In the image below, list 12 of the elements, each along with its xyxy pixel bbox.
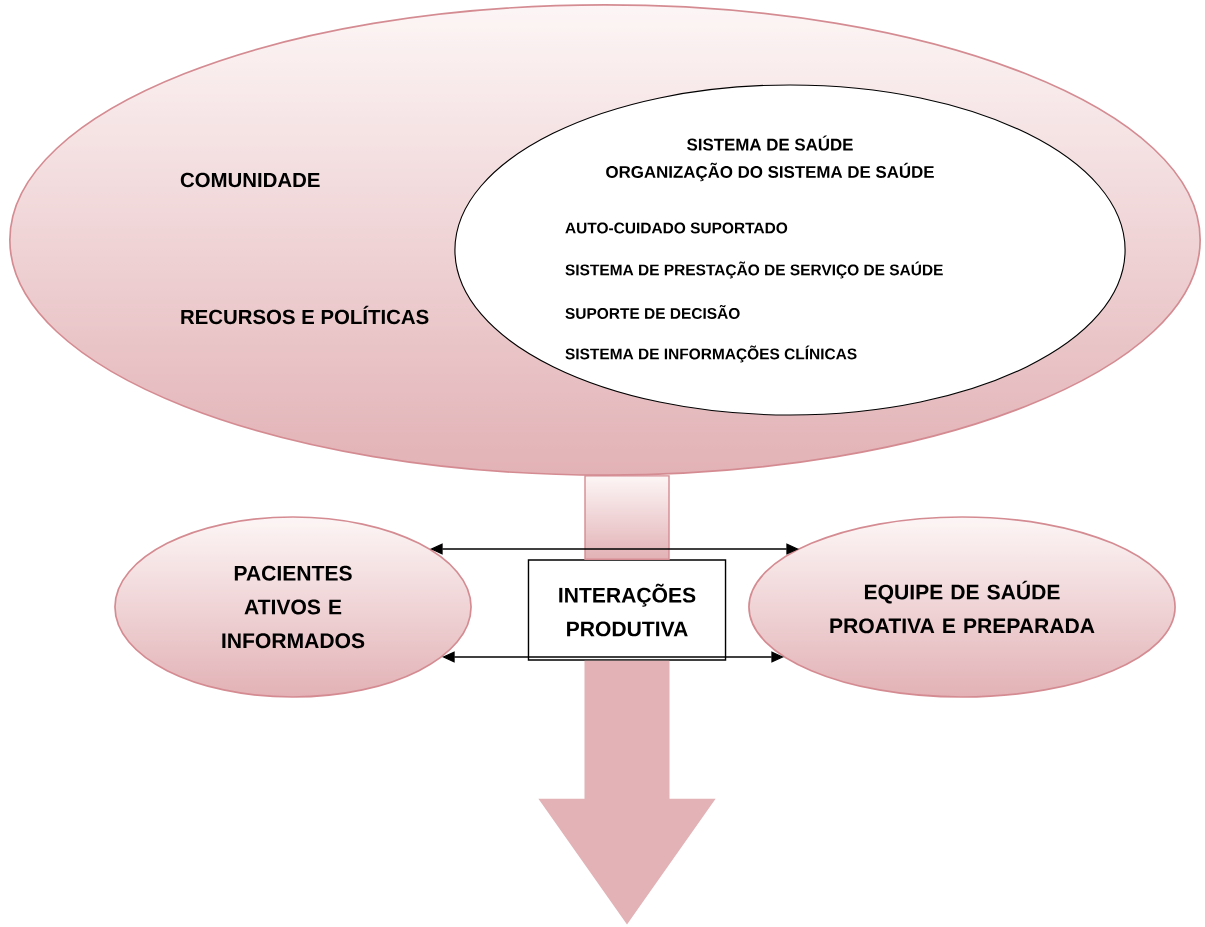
text-box: INTERAÇÕES PRODUTIVA	[527, 559, 727, 661]
list-item: SISTEMA DE INFORMAÇÕES CLÍNICAS	[565, 345, 857, 363]
heading: SISTEMA DE SAÚDE	[687, 135, 853, 151]
list-item: AUTO-CUIDADO SUPORTADO	[565, 222, 788, 234]
block-arrow-shaft	[584, 475, 670, 560]
node-label: COMUNIDADE	[180, 172, 320, 188]
double-arrow	[430, 543, 799, 555]
list-item: SUPORTE DE DECISÃO	[565, 305, 740, 319]
double-arrow	[442, 651, 784, 663]
node-label: RECURSOS E POLÍTICAS	[181, 305, 429, 325]
list-item: SISTEMA DE PRESTAÇÃO DE SERVIÇO DE SAÚDE	[565, 261, 943, 279]
heading: ORGANIZAÇÃO DO SISTEMA DE SAÚDE	[606, 162, 934, 182]
